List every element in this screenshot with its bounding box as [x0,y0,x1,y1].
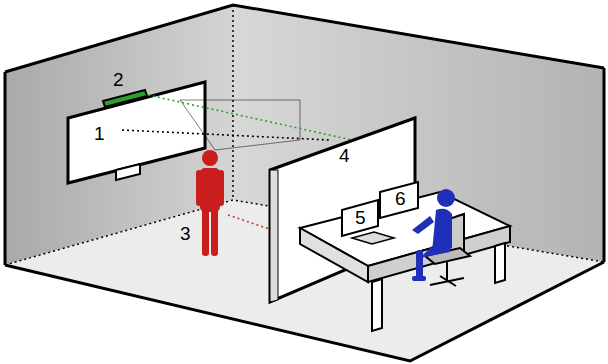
screen-sightline [122,130,330,140]
desk-leg [495,243,505,283]
seated-person [412,189,455,281]
callout-number: 4 [339,146,350,165]
callout-number: 1 [94,124,105,143]
partition-edge [270,170,278,302]
screen-mount [116,164,140,180]
camera-bar [103,90,147,107]
standing-person [196,150,224,256]
wall-edge [5,5,604,72]
callout-number: 3 [180,224,191,243]
callout-number: 6 [395,189,406,208]
callout-number: 2 [113,70,124,89]
keyboard [352,232,394,244]
callout-number: 5 [355,208,366,227]
monitor [342,200,378,236]
wall-edge [4,72,7,265]
desk-leg [372,279,382,331]
monitor [380,182,418,218]
corner-line [232,5,234,200]
back-edge [180,100,300,150]
wall-edge [603,68,606,262]
display-screen [68,82,205,183]
